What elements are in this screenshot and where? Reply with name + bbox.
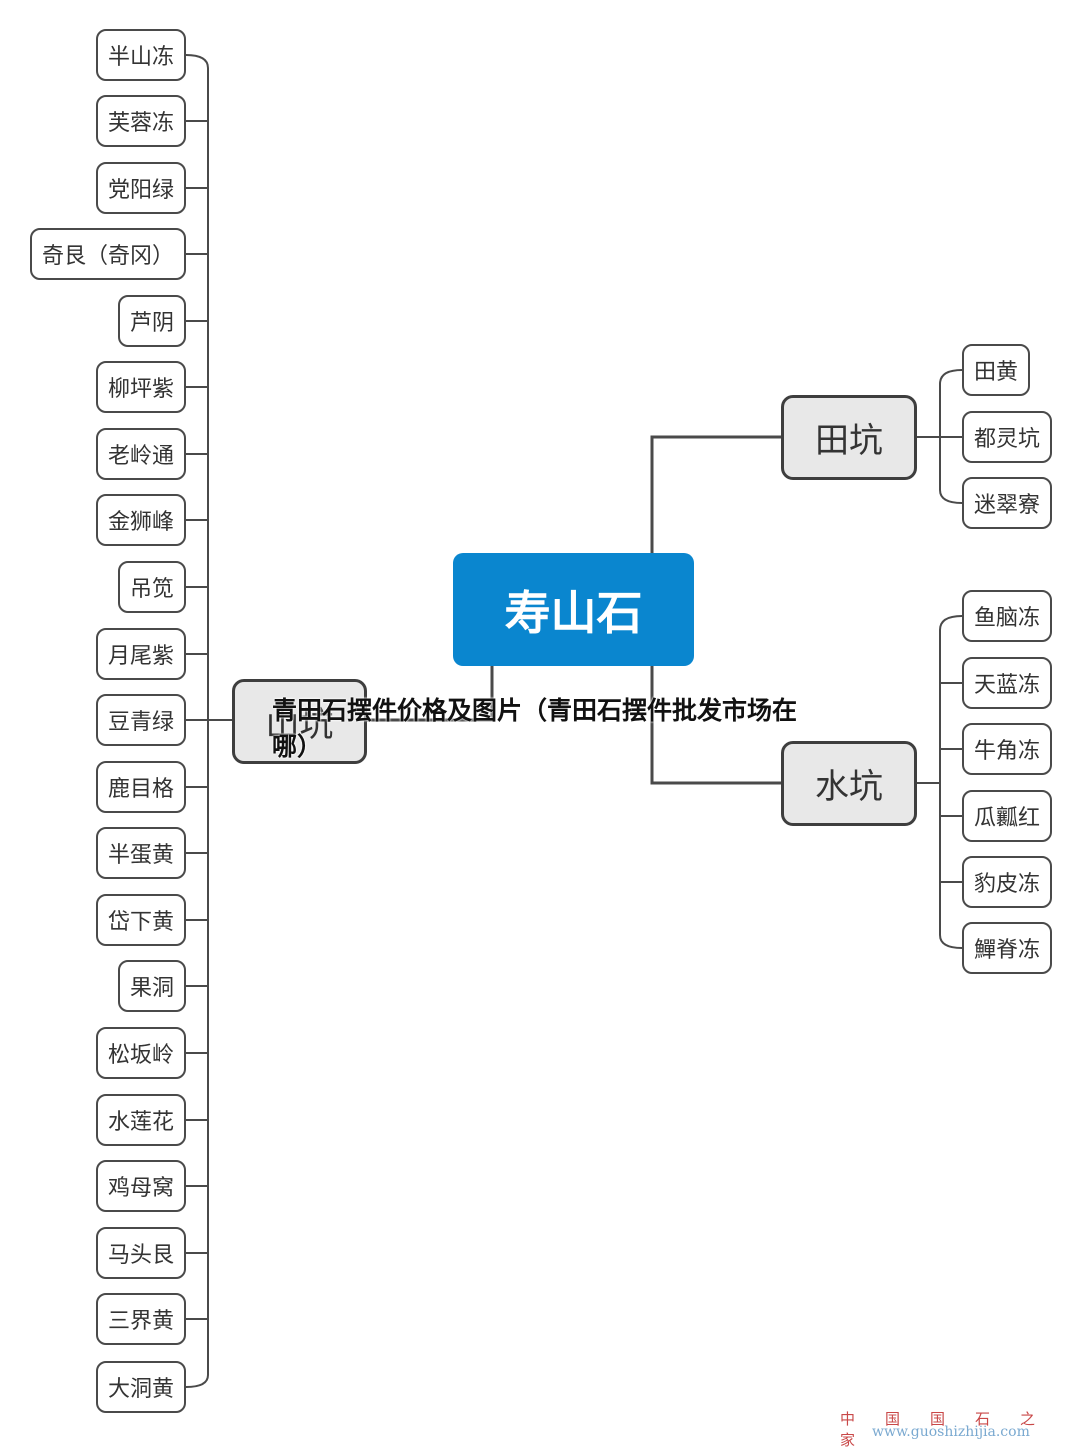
leaf-node: 大洞黄 (95, 1361, 186, 1413)
branch-node-shankeng: 山坑 (232, 679, 367, 764)
leaf-node: 芙蓉冻 (95, 95, 186, 147)
leaf-node: 迷翠寮 (962, 477, 1053, 529)
leaf-node: 水莲花 (95, 1094, 186, 1146)
leaf-node: 党阳绿 (95, 162, 186, 214)
leaf-node: 松坂岭 (95, 1027, 186, 1079)
leaf-node: 豹皮冻 (962, 856, 1053, 908)
leaf-node: 金狮峰 (95, 494, 186, 546)
leaf-node: 岱下黄 (95, 894, 186, 946)
leaf-node: 鹿目格 (95, 761, 186, 813)
leaf-node: 都灵坑 (962, 411, 1053, 463)
leaf-node: 半蛋黄 (95, 827, 186, 879)
leaf-node: 天蓝冻 (962, 657, 1053, 709)
leaf-node: 田黄 (962, 344, 1031, 396)
leaf-node: 半山冻 (95, 29, 186, 81)
leaf-node: 马头艮 (95, 1227, 186, 1279)
leaf-node: 三界黄 (95, 1293, 186, 1345)
branch-node-tiankeng: 田坑 (781, 395, 917, 480)
leaf-node: 吊笕 (117, 561, 186, 613)
leaf-node: 瓜瓤红 (962, 790, 1053, 842)
overlay-title: 青田石摆件价格及图片（青田石摆件批发市场在哪） (272, 696, 798, 761)
leaf-node: 月尾紫 (95, 628, 186, 680)
leaf-node: 果洞 (117, 960, 186, 1012)
watermark-url: www.guoshizhijia.com (872, 1424, 1030, 1440)
center-node: 寿山石 (453, 553, 694, 666)
leaf-node: 奇艮（奇冈） (29, 228, 186, 280)
leaf-node: 豆青绿 (95, 694, 186, 746)
leaf-node: 柳坪紫 (95, 361, 186, 413)
leaf-node: 牛角冻 (962, 723, 1053, 775)
leaf-node: 鸡母窝 (95, 1160, 186, 1212)
leaf-node: 老岭通 (95, 428, 186, 480)
leaf-node: 鱓脊冻 (962, 922, 1053, 974)
leaf-node: 鱼脑冻 (962, 590, 1053, 642)
branch-node-shuikeng: 水坑 (781, 741, 917, 826)
leaf-node: 芦阴 (117, 295, 186, 347)
